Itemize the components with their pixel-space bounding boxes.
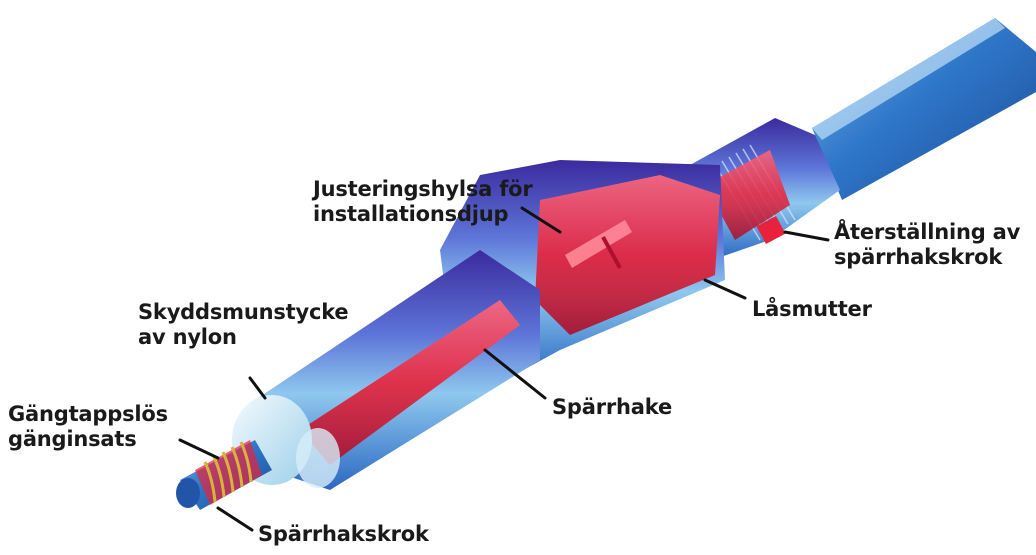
- rear-shaft: [812, 18, 1036, 200]
- label-latch-reset-line1: Återställning av: [834, 220, 1020, 245]
- label-tangless-insert-line2: gänginsats: [8, 427, 168, 452]
- label-latch: Spärrhake: [552, 395, 672, 420]
- label-tangless-insert-line1: Gängtappslös: [8, 402, 168, 427]
- label-latch-text: Spärrhake: [552, 395, 672, 420]
- leader-latch-hook: [218, 508, 252, 530]
- label-adjustment-sleeve: Justeringshylsa för installationsdjup: [313, 177, 533, 227]
- leader-tangless-insert: [180, 440, 218, 458]
- label-nylon-nozzle-line2: av nylon: [138, 325, 348, 350]
- label-latch-hook-text: Spärrhakskrok: [258, 522, 429, 547]
- label-lock-nut-text: Låsmutter: [752, 297, 872, 322]
- label-lock-nut: Låsmutter: [752, 297, 872, 322]
- label-nylon-nozzle: Skyddsmunstycke av nylon: [138, 300, 348, 350]
- label-adjustment-sleeve-line1: Justeringshylsa för: [313, 177, 533, 202]
- label-latch-hook: Spärrhakskrok: [258, 522, 429, 547]
- label-nylon-nozzle-line1: Skyddsmunstycke: [138, 300, 348, 325]
- leader-latch-reset: [785, 232, 828, 240]
- leader-nylon-nozzle: [250, 378, 265, 398]
- label-tangless-insert: Gängtappslös gänginsats: [8, 402, 168, 452]
- label-adjustment-sleeve-line2: installationsdjup: [313, 202, 533, 227]
- label-latch-reset: Återställning av spärrhakskrok: [834, 220, 1020, 270]
- leader-lock-nut: [705, 280, 745, 298]
- label-latch-reset-line2: spärrhakskrok: [834, 245, 1020, 270]
- tangless-insert: [176, 440, 272, 510]
